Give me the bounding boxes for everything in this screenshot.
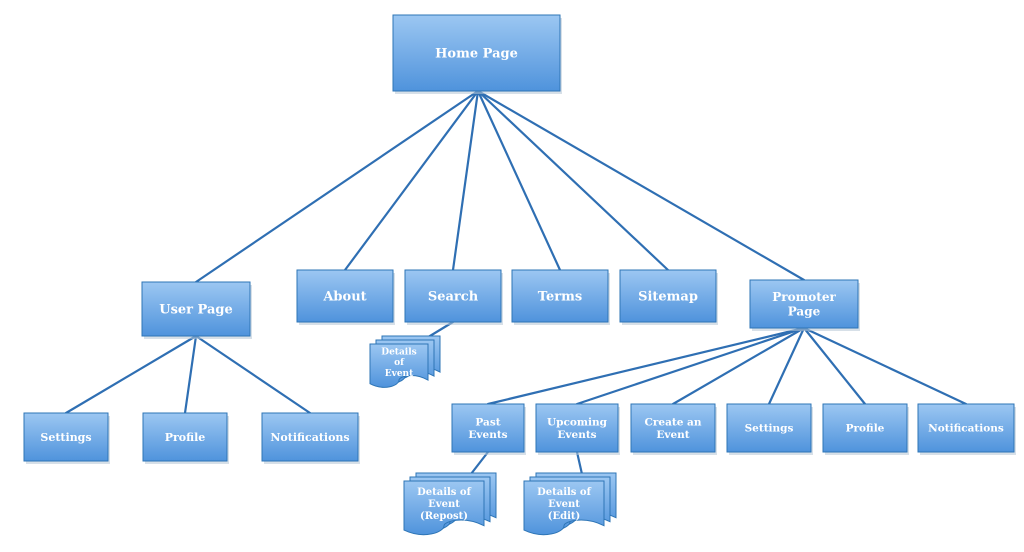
connector-promoter-to-past-events bbox=[486, 326, 806, 406]
node-box bbox=[23, 412, 109, 462]
node-label: Details of bbox=[537, 487, 592, 498]
node-box bbox=[619, 269, 717, 323]
node-box bbox=[296, 269, 394, 323]
connector-home-to-terms bbox=[476, 89, 562, 272]
node-label: Event bbox=[548, 499, 580, 510]
node-label: About bbox=[322, 290, 366, 305]
connector-promoter-to-create-event bbox=[671, 326, 806, 406]
node-label: Event bbox=[385, 369, 414, 379]
node-label: (Edit) bbox=[548, 511, 581, 522]
node-label: Sitemap bbox=[638, 290, 698, 305]
node-box bbox=[917, 403, 1015, 453]
node-label: Notifications bbox=[270, 431, 349, 444]
node-user: User Page bbox=[141, 281, 252, 339]
node-box bbox=[261, 412, 359, 462]
connector-lines bbox=[64, 89, 968, 485]
node-label: Notifications bbox=[928, 423, 1004, 435]
node-label: Settings bbox=[745, 423, 794, 435]
node-label: Event bbox=[428, 499, 460, 510]
node-label: Promoter bbox=[772, 290, 836, 304]
node-user-profile: Profile bbox=[142, 412, 229, 464]
node-label: Create an bbox=[645, 416, 702, 428]
node-label: Upcoming bbox=[547, 416, 608, 428]
node-label: Event bbox=[656, 429, 689, 441]
connector-user-to-user-settings bbox=[64, 334, 198, 415]
node-box bbox=[511, 269, 609, 323]
node-box bbox=[404, 269, 502, 323]
document-sheet-3 bbox=[403, 480, 485, 536]
node-promoter-notifications: Notifications bbox=[917, 403, 1016, 455]
node-label: User Page bbox=[159, 303, 233, 318]
node-label: Events bbox=[557, 429, 596, 441]
node-promoter-settings: Settings bbox=[726, 403, 813, 455]
connector-home-to-about bbox=[343, 89, 480, 272]
node-label: Search bbox=[428, 290, 479, 305]
node-home: Home Page bbox=[392, 14, 562, 94]
node-box bbox=[749, 279, 859, 329]
node-box bbox=[142, 412, 228, 462]
node-box bbox=[535, 403, 619, 453]
node-box bbox=[141, 281, 251, 337]
node-search: Search bbox=[404, 269, 503, 325]
node-label: Terms bbox=[538, 290, 582, 305]
node-label: Settings bbox=[40, 431, 91, 444]
node-box bbox=[726, 403, 812, 453]
connector-promoter-to-promoter-profile bbox=[802, 326, 867, 406]
node-label: Profile bbox=[165, 431, 206, 444]
node-label: Events bbox=[468, 429, 507, 441]
node-label: Page bbox=[788, 304, 821, 318]
node-terms: Terms bbox=[511, 269, 610, 325]
node-label: (Repost) bbox=[420, 511, 468, 522]
node-label: Details bbox=[381, 347, 416, 357]
node-label: Home Page bbox=[435, 47, 518, 62]
node-box bbox=[822, 403, 908, 453]
node-label: Profile bbox=[846, 423, 885, 435]
node-promoter-profile: Profile bbox=[822, 403, 909, 455]
document-sheet-3 bbox=[369, 343, 429, 388]
connector-user-to-user-profile bbox=[183, 334, 198, 415]
node-box bbox=[630, 403, 716, 453]
node-label: of bbox=[394, 358, 405, 368]
connector-promoter-to-promoter-notifications bbox=[802, 326, 968, 406]
node-box bbox=[392, 14, 561, 92]
connector-home-to-sitemap bbox=[476, 89, 670, 272]
connector-home-to-promoter bbox=[476, 89, 806, 282]
document-sheet-3 bbox=[523, 480, 605, 536]
connector-user-to-user-notifications bbox=[194, 334, 312, 415]
node-label: Past bbox=[475, 416, 500, 428]
node-user-settings: Settings bbox=[23, 412, 110, 464]
connector-promoter-to-promoter-settings bbox=[767, 326, 806, 406]
node-sitemap: Sitemap bbox=[619, 269, 718, 325]
node-user-notifications: Notifications bbox=[261, 412, 360, 464]
node-box bbox=[451, 403, 525, 453]
node-about: About bbox=[296, 269, 395, 325]
node-label: Details of bbox=[417, 487, 472, 498]
connector-home-to-user bbox=[194, 89, 480, 284]
connector-promoter-to-upcoming-events bbox=[575, 326, 806, 406]
connector-home-to-search bbox=[451, 89, 480, 272]
